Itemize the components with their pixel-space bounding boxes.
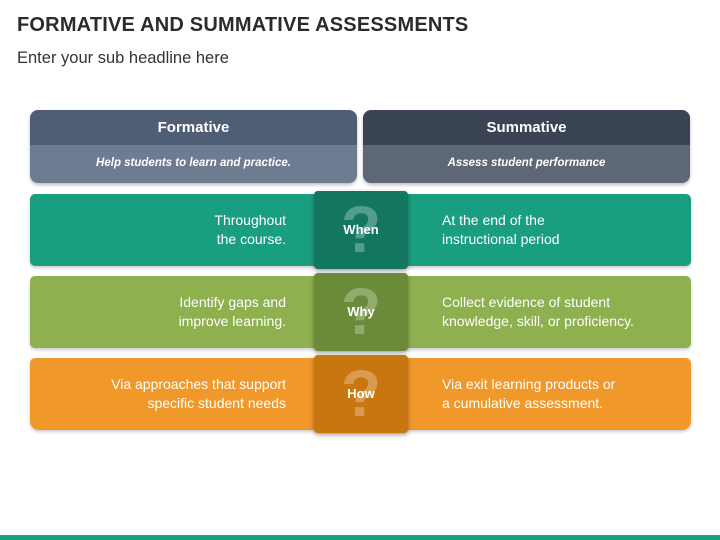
why-summative-cell: Collect evidence of student knowledge, s…	[442, 276, 687, 348]
row-when: Throughout the course. ? When At the end…	[30, 191, 691, 269]
how-summative-cell: Via exit learning products or a cumulati…	[442, 358, 687, 430]
when-summative-text: At the end of the instructional period	[442, 212, 560, 247]
row-why: Identify gaps and improve learning. ? Wh…	[30, 273, 691, 351]
when-label: When	[343, 222, 379, 237]
why-label: Why	[347, 304, 375, 319]
summative-title: Summative	[363, 110, 690, 145]
row-how: Via approaches that support specific stu…	[30, 355, 691, 433]
how-center-box: ? How	[314, 355, 408, 433]
why-formative-text: Identify gaps and improve learning.	[178, 294, 286, 329]
when-formative-text: Throughout the course.	[214, 212, 286, 247]
summative-description: Assess student performance	[363, 145, 690, 183]
when-center-box: ? When	[314, 191, 408, 269]
formative-description: Help students to learn and practice.	[30, 145, 357, 183]
when-formative-cell: Throughout the course.	[26, 194, 286, 266]
how-summative-text: Via exit learning products or a cumulati…	[442, 376, 616, 411]
why-formative-cell: Identify gaps and improve learning.	[26, 276, 286, 348]
formative-header: Formative Help students to learn and pra…	[30, 110, 357, 183]
question-mark-icon: ?	[340, 274, 382, 348]
why-summative-text: Collect evidence of student knowledge, s…	[442, 294, 634, 329]
when-summative-cell: At the end of the instructional period	[442, 194, 687, 266]
question-mark-icon: ?	[340, 192, 382, 266]
why-center-box: ? Why	[314, 273, 408, 351]
slide-title: FORMATIVE AND SUMMATIVE ASSESSMENTS	[17, 14, 469, 36]
how-formative-cell: Via approaches that support specific stu…	[26, 358, 286, 430]
how-formative-text: Via approaches that support specific stu…	[111, 376, 286, 411]
formative-title: Formative	[30, 110, 357, 145]
how-label: How	[347, 386, 375, 401]
slide-subtitle: Enter your sub headline here	[17, 49, 229, 67]
summative-header: Summative Assess student performance	[363, 110, 690, 183]
bottom-accent-bar	[0, 535, 720, 540]
question-mark-icon: ?	[340, 356, 382, 430]
